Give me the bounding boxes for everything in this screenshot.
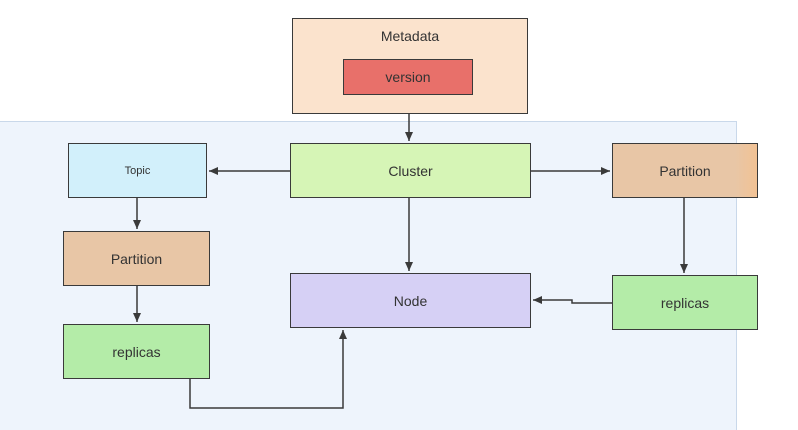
edge-replicas-right-to-node xyxy=(533,296,612,304)
replicas-right-node: replicas xyxy=(612,275,758,330)
metadata-label: Metadata xyxy=(380,28,440,44)
node-node: Node xyxy=(290,273,531,328)
metadata-node: Metadata version xyxy=(292,18,528,114)
partition-left-label: Partition xyxy=(110,250,163,267)
cluster-label: Cluster xyxy=(388,162,433,179)
topic-node: Topic xyxy=(68,143,207,198)
partition-right-node: Partition xyxy=(612,143,758,198)
replicas-right-label: replicas xyxy=(660,294,710,311)
replicas-left-node: replicas xyxy=(63,324,210,379)
partition-left-node: Partition xyxy=(63,231,210,286)
replicas-left-label: replicas xyxy=(112,343,161,360)
edge-replicas-left-to-node xyxy=(189,330,347,409)
cluster-node: Cluster xyxy=(290,143,531,198)
partition-right-label: Partition xyxy=(659,162,711,179)
topic-label: Topic xyxy=(124,164,151,177)
node-label: Node xyxy=(393,292,428,309)
version-node: version xyxy=(343,59,473,95)
version-label: version xyxy=(385,69,431,85)
